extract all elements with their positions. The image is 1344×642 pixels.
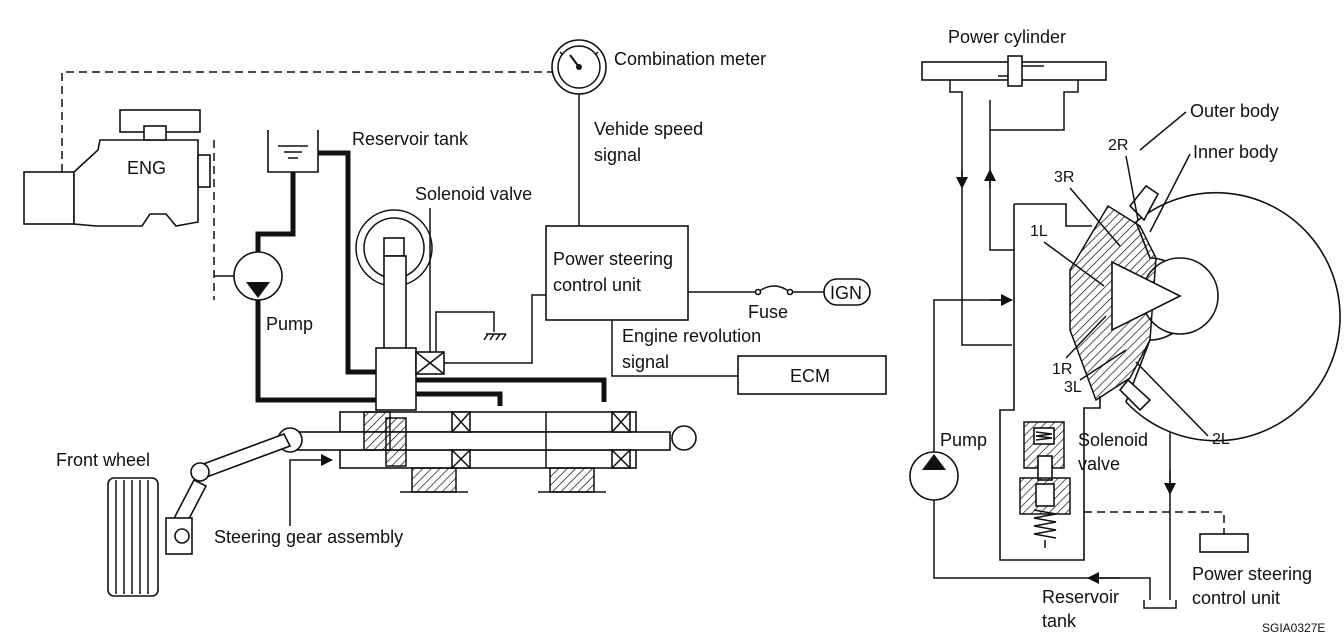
code-2L-leader [1135,361,1209,437]
right-pump [909,451,959,501]
combination-meter [551,39,607,95]
engine-rev-signal-wire [611,320,738,377]
ign-terminal [823,278,871,306]
eng-label: ENG [127,158,166,178]
steering-gear-label: Steering gear assembly [214,527,403,547]
vehicle-speed-label-line1: Vehide speed [594,119,703,139]
right-control-unit-label-line2: control unit [1192,588,1280,608]
reservoir-tank-right [1143,600,1177,609]
right-valve-diagram: Power cylinder Outer body Inner body 2R [909,27,1341,631]
right-reservoir-label-line2: tank [1042,611,1077,631]
engine-to-meter-dashed-line [61,71,556,172]
left-solenoid-valve-label: Solenoid valve [415,184,532,204]
solenoid-ground-wire [435,311,495,352]
code-3R: 3R [1054,169,1074,186]
cylinder-left-passage [961,100,1012,346]
engine-rev-label-line1: Engine revolution [622,326,761,346]
code-3L: 3L [1064,379,1082,396]
right-solenoid-label-line2: valve [1078,454,1120,474]
reservoir-to-pump-line [255,172,296,252]
power-cylinder-label: Power cylinder [948,27,1066,47]
pump-supply-line [933,299,1012,452]
left-pump-label: Pump [266,314,313,334]
steering-gear-assembly [277,411,697,493]
code-2R-leader [1125,155,1139,221]
code-1L: 1L [1030,223,1048,240]
code-2R: 2R [1108,137,1128,154]
pump-to-reservoir-line [933,500,1151,600]
tie-rod [196,432,292,480]
outer-body-leader [1139,111,1187,151]
right-control-unit-label-line1: Power steering [1192,564,1312,584]
cylinder-left-passage-inner [989,100,1020,251]
vehicle-speed-label-line2: signal [594,145,641,165]
code-3L-leader [1079,349,1127,381]
figure-code: SGIA0327E [1262,621,1325,635]
left-pump [214,251,283,301]
front-wheel-label: Front wheel [56,450,150,470]
valve-housing [999,203,1101,561]
right-solenoid-label-line1: Solenoid [1078,430,1148,450]
reservoir-return-line [318,150,380,375]
inner-body-leader [1149,153,1191,233]
engine-rev-label-line2: signal [622,352,669,372]
reservoir-tank-label: Reservoir tank [352,129,469,149]
fuse-label: Fuse [748,302,788,322]
left-control-unit-box [545,225,689,321]
code-3R-leader [1069,187,1121,247]
left-system-diagram: Combination meter Vehide speed signal EN… [23,39,887,597]
right-solenoid-valve [1019,421,1071,548]
ign-label: IGN [830,283,862,303]
right-control-unit-box [1199,533,1249,553]
valve-to-cylinder-line-2 [412,391,503,406]
left-control-unit-label-line2: control unit [553,275,641,295]
reservoir-tank [267,130,319,173]
rotary-valve [1069,184,1341,442]
engine [23,109,211,227]
code-1R: 1R [1052,361,1072,378]
power-cylinder [921,55,1107,100]
cylinder-right-passage [990,100,1065,131]
code-2L: 2L [1212,431,1230,448]
left-control-unit-label-line1: Power steering [553,249,673,269]
right-pump-label: Pump [940,430,987,450]
solenoid-control-wire [444,294,546,364]
ecm-label: ECM [790,366,830,386]
pump-to-valve-line [255,300,380,403]
code-1R-leader [1065,315,1107,359]
steering-gear-leader [289,454,333,526]
combination-meter-label: Combination meter [614,49,766,69]
code-1L-leader [1043,241,1105,287]
inner-body-label: Inner body [1193,142,1278,162]
solenoid-control-dashed-wire [1084,511,1225,534]
front-wheel [107,477,159,597]
right-reservoir-label-line1: Reservoir [1042,587,1119,607]
valve-to-cylinder-line-1 [412,377,607,402]
steering-wheel [355,209,433,357]
outer-body-label: Outer body [1190,101,1279,121]
ecm-box [737,355,887,395]
